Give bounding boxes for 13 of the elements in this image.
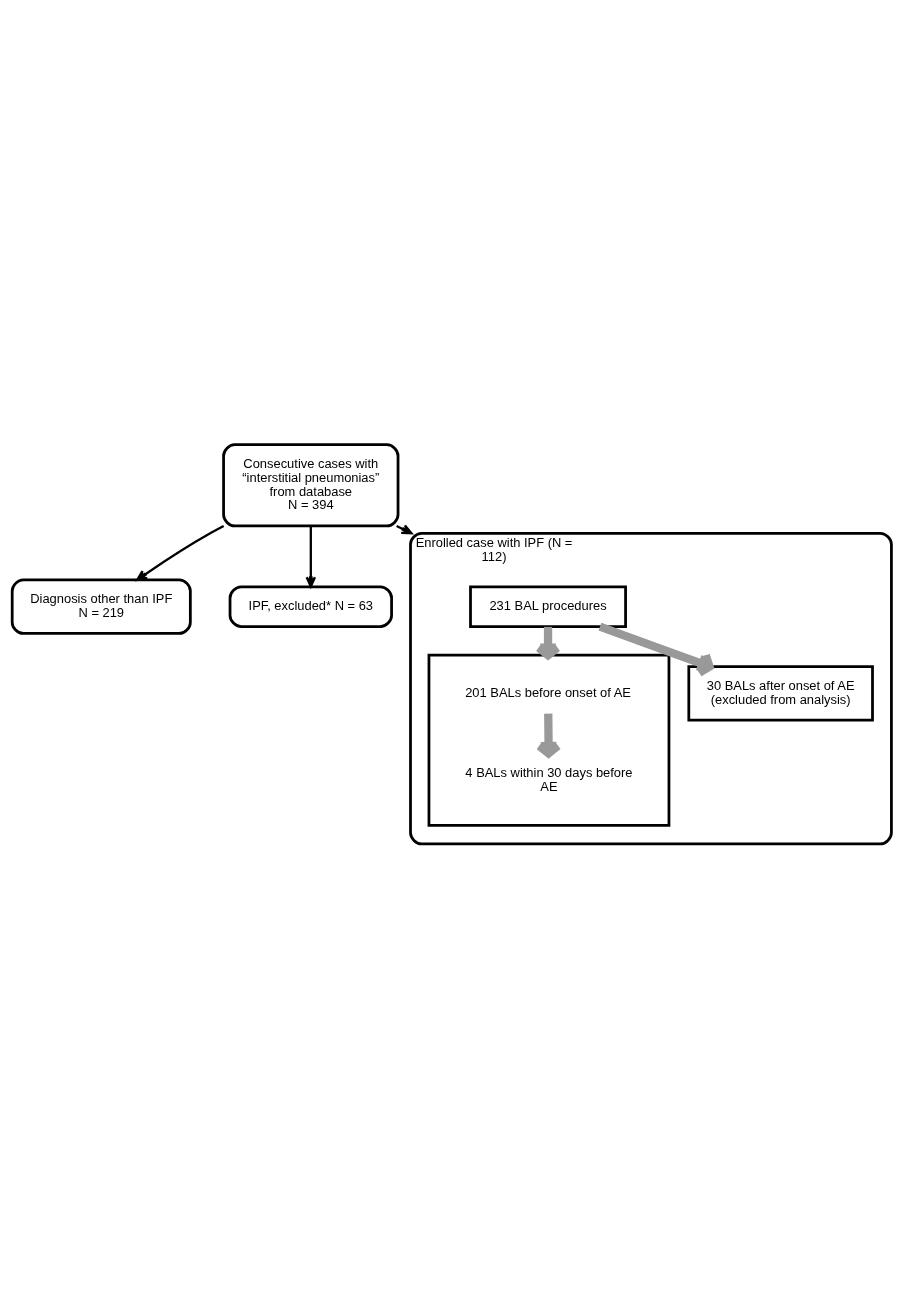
node-box: Consecutive cases with “interstitial pneumonias” from database N = 394: [222, 443, 400, 528]
node-box: Diagnosis other than IPF N = 219: [10, 578, 192, 635]
cluster: [427, 653, 671, 827]
arrow: [136, 524, 225, 582]
node-box: 30 BALs after onset of AE (excluded from analysis): [687, 665, 874, 722]
arrow: [305, 526, 317, 588]
arrow: [535, 713, 563, 758]
arrow: [534, 626, 562, 660]
arrow: [598, 622, 714, 677]
node-text: 4 BALs within 30 days before AE: [465, 764, 633, 794]
node-text: 201 BALs before onset of AE: [465, 684, 631, 700]
node-box: 231 BAL procedures: [469, 585, 627, 628]
node-box: IPF, excluded* N = 63: [228, 585, 393, 628]
